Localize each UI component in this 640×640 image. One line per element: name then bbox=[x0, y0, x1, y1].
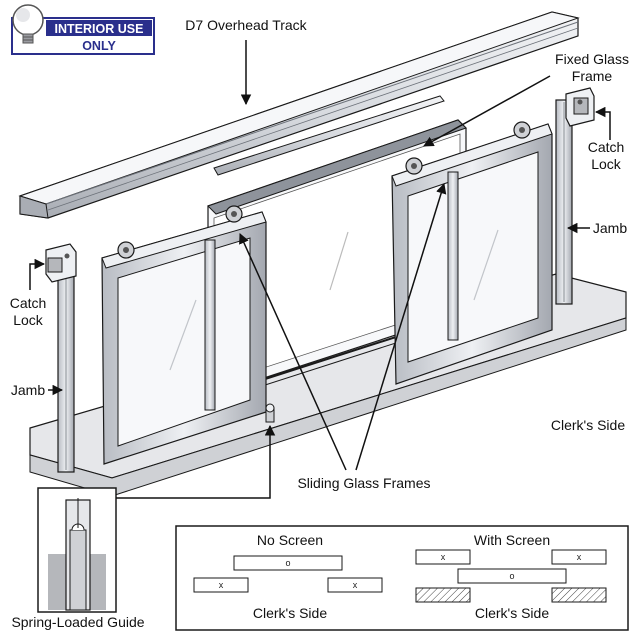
legend-no-screen-footer: Clerk's Side bbox=[253, 605, 327, 621]
glass-reflection bbox=[473, 229, 499, 301]
guide-pin bbox=[265, 403, 275, 423]
leader-fixed-glass-frame bbox=[423, 75, 551, 147]
badge-line2: ONLY bbox=[82, 39, 116, 53]
legend-center-mark: o bbox=[285, 558, 290, 568]
label-fixed-glass-frame-line1: Fixed Glass bbox=[555, 51, 629, 67]
track-groove bbox=[45, 21, 579, 205]
legend-center-panel bbox=[457, 568, 567, 584]
leader-catch-lock-right bbox=[594, 106, 611, 140]
legend-with-screen-footer: Clerk's Side bbox=[475, 605, 549, 621]
frame-top-rail bbox=[101, 211, 267, 269]
label-jamb-left: Jamb bbox=[11, 382, 45, 398]
legend-screen-panel-left bbox=[415, 587, 471, 603]
legend-no-screen-title: No Screen bbox=[257, 532, 323, 548]
leader-sliding-frame-left bbox=[239, 233, 347, 471]
glass-reflection bbox=[329, 231, 349, 291]
leader-lines bbox=[29, 40, 611, 499]
label-catch-lock-right-line1: Catch bbox=[588, 139, 625, 155]
legend-screen-panel-right bbox=[551, 587, 607, 603]
catch-lock-right bbox=[565, 87, 595, 127]
leader-catch-lock-left bbox=[29, 258, 46, 290]
legend-left-panel bbox=[193, 577, 249, 593]
label-catch-lock-left-line1: Catch bbox=[10, 295, 47, 311]
roller-wheel-icon bbox=[225, 205, 243, 223]
label-fixed-glass-frame-line2: Frame bbox=[572, 68, 613, 84]
label-sliding-glass-frames: Sliding Glass Frames bbox=[297, 475, 430, 491]
frame-top-rail bbox=[391, 123, 553, 187]
leader-sliding-frame-right bbox=[355, 182, 447, 471]
track-end-profile bbox=[19, 195, 49, 219]
legend-box: No Screen o x x Clerk's Side With Screen… bbox=[175, 525, 629, 631]
spring-loaded-guide-detail bbox=[37, 487, 117, 613]
overhead-track bbox=[18, 11, 580, 219]
badge-header-band bbox=[46, 20, 152, 36]
sliding-glass-frame-left bbox=[101, 205, 267, 465]
catch-lock-left bbox=[45, 243, 77, 283]
counter-front-edge bbox=[29, 317, 627, 497]
legend-with-screen: With Screen x x o Clerk's Side bbox=[415, 532, 607, 621]
jamb-right bbox=[555, 87, 595, 305]
sliding-glass-frame-right bbox=[391, 121, 553, 385]
frame-stile bbox=[447, 171, 459, 341]
label-jamb-right: Jamb bbox=[593, 220, 627, 236]
leader-spring-guide bbox=[116, 424, 276, 499]
glass-reflection bbox=[169, 299, 197, 371]
roller-wheel-icon bbox=[405, 157, 423, 175]
legend-center-mark: o bbox=[509, 571, 514, 581]
legend-top-right-panel bbox=[551, 549, 607, 565]
legend-no-screen: No Screen o x x Clerk's Side bbox=[193, 532, 383, 621]
legend-right-panel bbox=[327, 577, 383, 593]
label-overhead-track: D7 Overhead Track bbox=[185, 17, 307, 33]
badge-line1: INTERIOR USE bbox=[55, 22, 144, 36]
legend-top-left-panel bbox=[415, 549, 471, 565]
legend-left-mark: x bbox=[219, 580, 224, 590]
roller-wheel-icon bbox=[117, 241, 135, 259]
roller-wheel-icon bbox=[513, 121, 531, 139]
label-catch-lock-left-line2: Lock bbox=[13, 312, 44, 328]
label-spring-loaded-guide: Spring-Loaded Guide bbox=[11, 614, 144, 630]
legend-top-left-mark: x bbox=[441, 552, 446, 562]
interior-use-badge: INTERIOR USE ONLY bbox=[11, 4, 155, 55]
label-clerks-side: Clerk's Side bbox=[551, 417, 625, 433]
track-rail-strip bbox=[213, 95, 445, 176]
legend-top-right-mark: x bbox=[577, 552, 582, 562]
track-groove bbox=[47, 27, 579, 211]
jamb-left bbox=[45, 243, 77, 473]
legend-with-screen-title: With Screen bbox=[474, 532, 550, 548]
guide-pin-detail bbox=[69, 529, 87, 611]
lightbulb-icon bbox=[12, 4, 44, 44]
label-catch-lock-right-line2: Lock bbox=[591, 156, 622, 172]
legend-right-mark: x bbox=[353, 580, 358, 590]
legend-center-panel bbox=[233, 555, 343, 571]
frame-stile bbox=[204, 239, 216, 411]
frame-glass bbox=[407, 151, 539, 363]
